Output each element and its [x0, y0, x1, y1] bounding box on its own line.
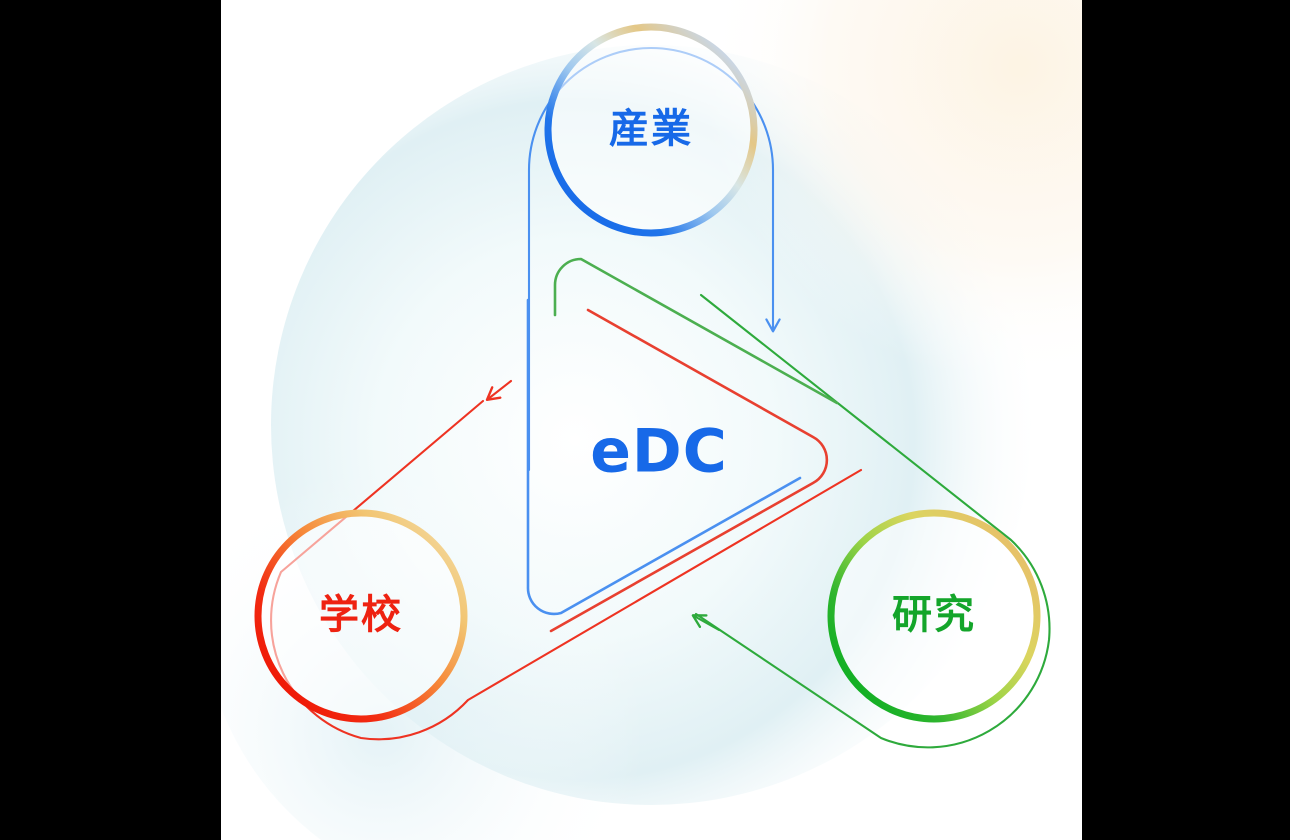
node-school-ring — [254, 509, 468, 723]
letterbox-right — [1082, 0, 1290, 840]
node-research-label: 研究 — [892, 592, 976, 638]
node-research[interactable]: 研究 — [827, 509, 1041, 723]
node-school-fill — [258, 513, 464, 719]
node-research-ring — [827, 509, 1041, 723]
cycle-diagram-svg: 産業 学校 研究 eDC — [221, 0, 1082, 840]
node-school-label: 学校 — [319, 592, 403, 638]
node-industry[interactable]: 産業 — [544, 23, 758, 237]
node-industry-label: 産業 — [609, 106, 693, 152]
diagram-canvas: 産業 学校 研究 eDC — [221, 0, 1082, 840]
flow-arrow-green — [691, 614, 721, 632]
triangle-edge-green — [553, 257, 839, 405]
letterbox-left — [0, 0, 221, 840]
triangle-edge-red — [549, 308, 829, 633]
central-triangle-group — [526, 257, 839, 633]
node-school[interactable]: 学校 — [254, 509, 468, 723]
flow-arrow-red — [485, 379, 513, 401]
triangle-edge-blue — [526, 298, 802, 616]
flow-line-green-loop — [694, 293, 1051, 749]
node-research-fill — [831, 513, 1037, 719]
flow-research-to-center — [691, 293, 1051, 749]
node-industry-ring — [544, 23, 758, 237]
node-industry-fill — [548, 27, 754, 233]
center-brand-label: eDC — [590, 417, 728, 487]
